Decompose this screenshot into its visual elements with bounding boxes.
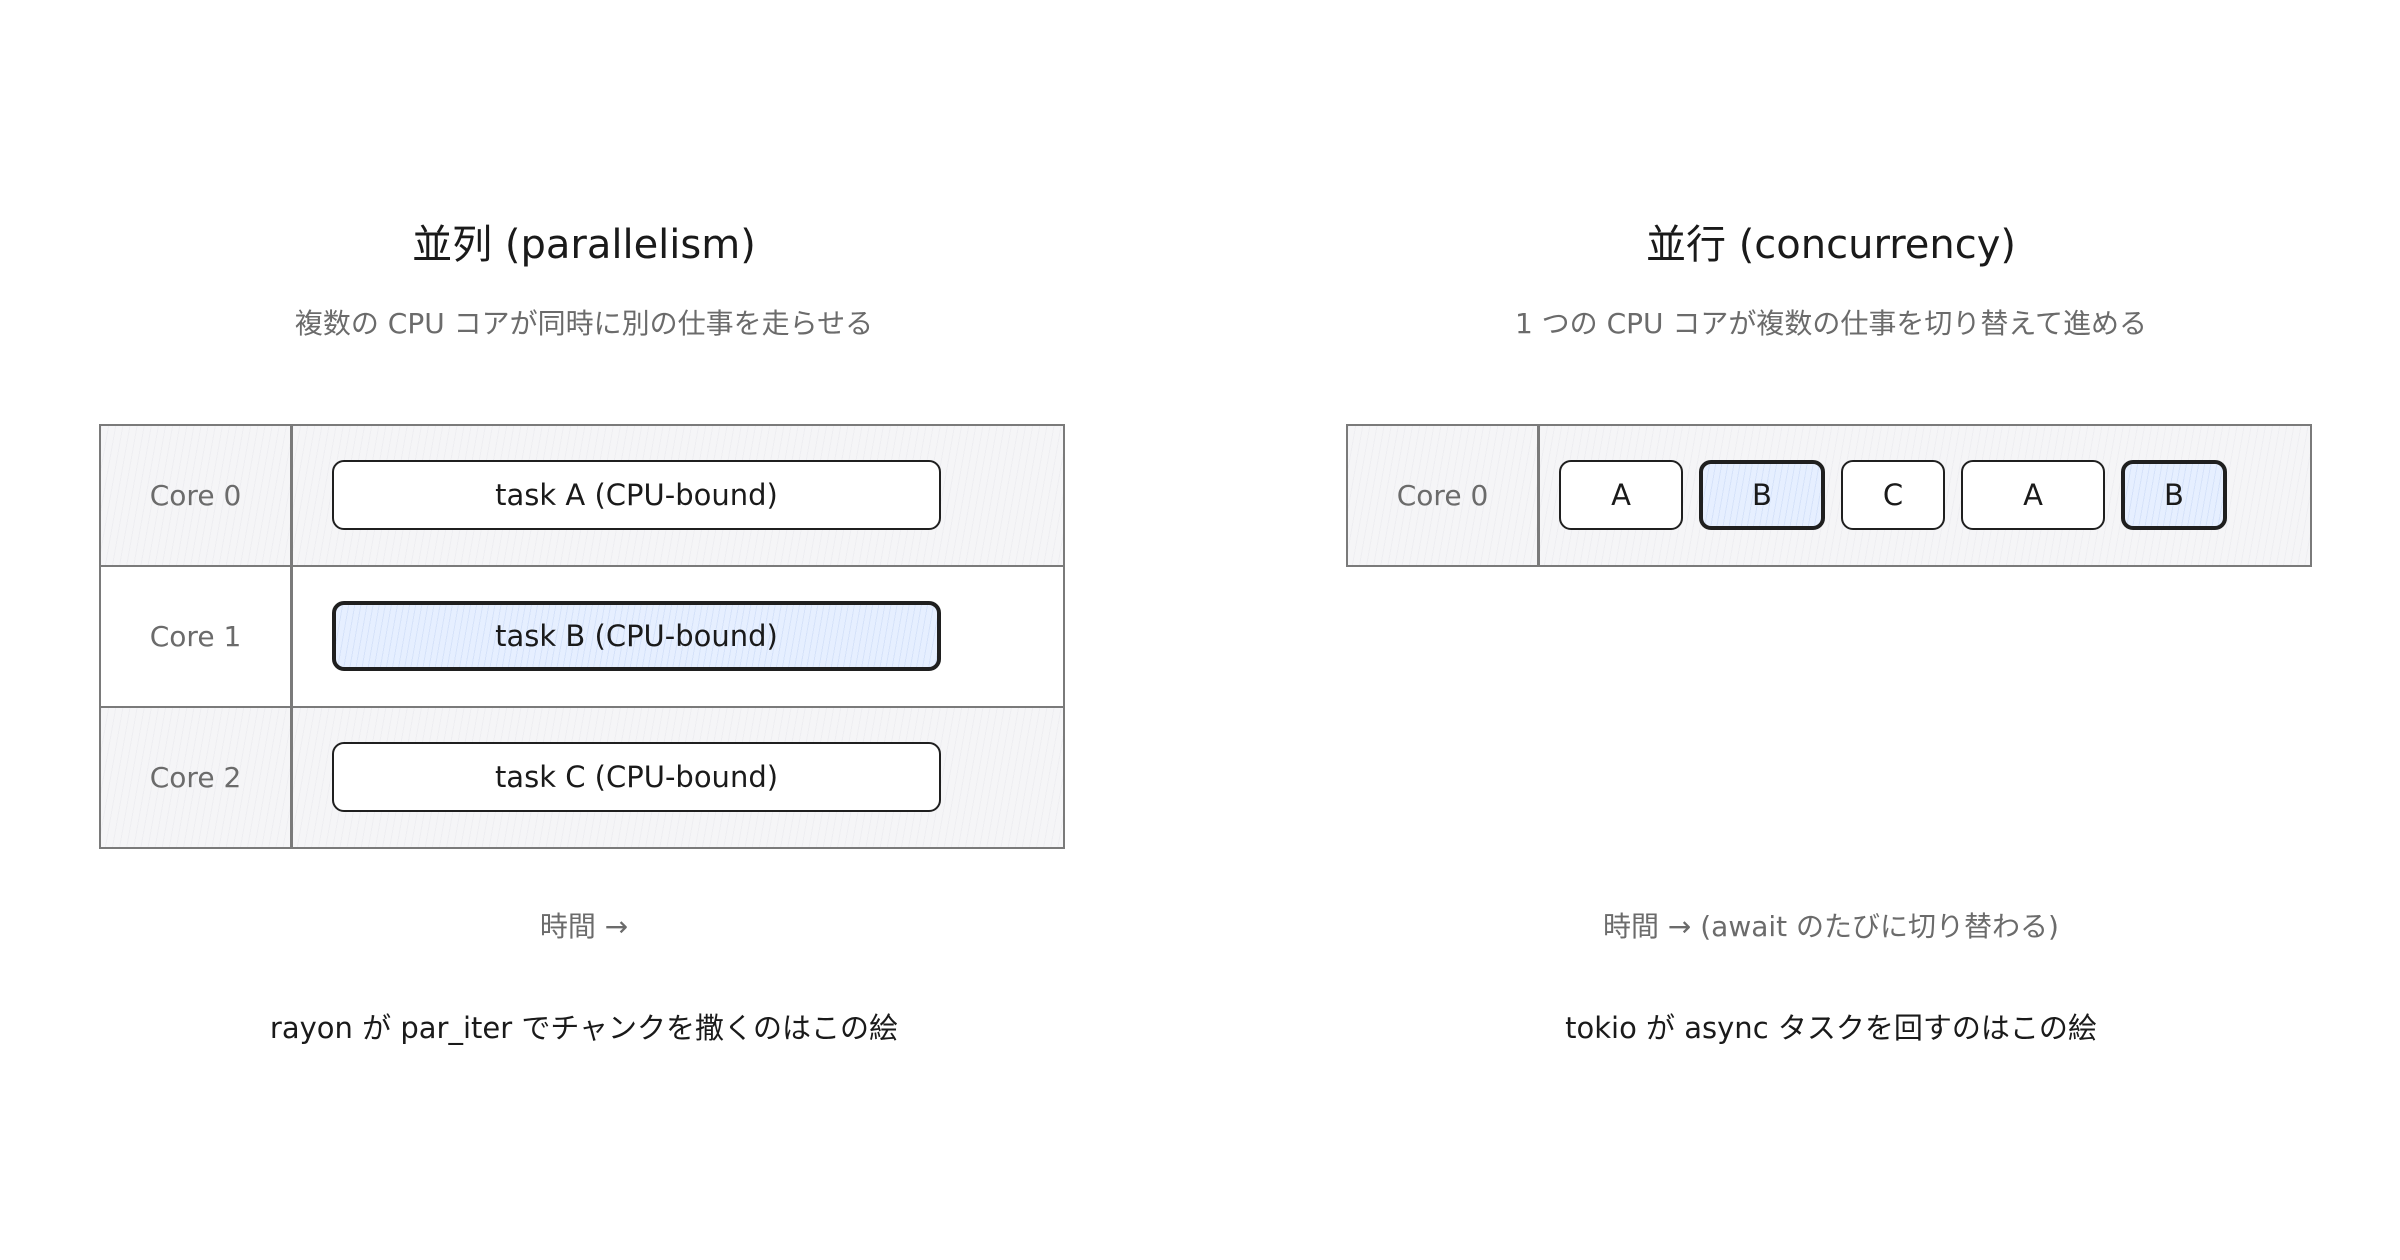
task-block-c: task C (CPU-bound) — [332, 742, 941, 812]
parallelism-subtitle: 複数の CPU コアが同時に別の仕事を走らせる — [294, 307, 874, 340]
parallelism-title: 並列 (parallelism) — [412, 222, 756, 268]
task-block-b: task B (CPU-bound) — [332, 601, 941, 671]
core-track: task A (CPU-bound) — [293, 426, 1063, 565]
core-row-0: Core 0 task A (CPU-bound) — [101, 426, 1063, 565]
concurrency-subtitle: 1 つの CPU コアが複数の仕事を切り替えて進める — [1514, 307, 2148, 340]
core-label: Core 0 — [1348, 426, 1540, 565]
core-label: Core 0 — [101, 426, 293, 565]
concurrency-caption: tokio が async タスクを回すのはこの絵 — [1565, 1011, 2097, 1045]
time-slice-b: B — [1699, 460, 1825, 530]
concurrency-panel: 並行 (concurrency) 1 つの CPU コアが複数の仕事を切り替えて… — [1346, 0, 2316, 1260]
core-label: Core 1 — [101, 567, 293, 706]
core-track: A B C A B — [1540, 426, 2310, 565]
parallelism-timeline: Core 0 task A (CPU-bound) Core 1 task B … — [99, 424, 1065, 849]
concurrency-timeline: Core 0 A B C A B — [1346, 424, 2312, 567]
core-row-0: Core 0 A B C A B — [1348, 426, 2310, 565]
core-row-1: Core 1 task B (CPU-bound) — [101, 565, 1063, 706]
time-slice-c: C — [1841, 460, 1945, 530]
time-slice-b: B — [2121, 460, 2227, 530]
task-block-a: task A (CPU-bound) — [332, 460, 941, 530]
core-label: Core 2 — [101, 708, 293, 847]
core-row-2: Core 2 task C (CPU-bound) — [101, 706, 1063, 847]
time-slice-a: A — [1961, 460, 2105, 530]
core-track: task B (CPU-bound) — [293, 567, 1063, 706]
parallelism-time-axis: 時間 → — [539, 910, 629, 943]
time-slice-a: A — [1559, 460, 1683, 530]
parallelism-panel: 並列 (parallelism) 複数の CPU コアが同時に別の仕事を走らせる… — [99, 0, 1069, 1260]
concurrency-time-axis: 時間 → (await のたびに切り替わる) — [1603, 910, 2059, 943]
concurrency-title: 並行 (concurrency) — [1645, 222, 2017, 268]
parallelism-caption: rayon が par_iter でチャンクを撒くのはこの絵 — [269, 1011, 899, 1045]
core-track: task C (CPU-bound) — [293, 708, 1063, 847]
